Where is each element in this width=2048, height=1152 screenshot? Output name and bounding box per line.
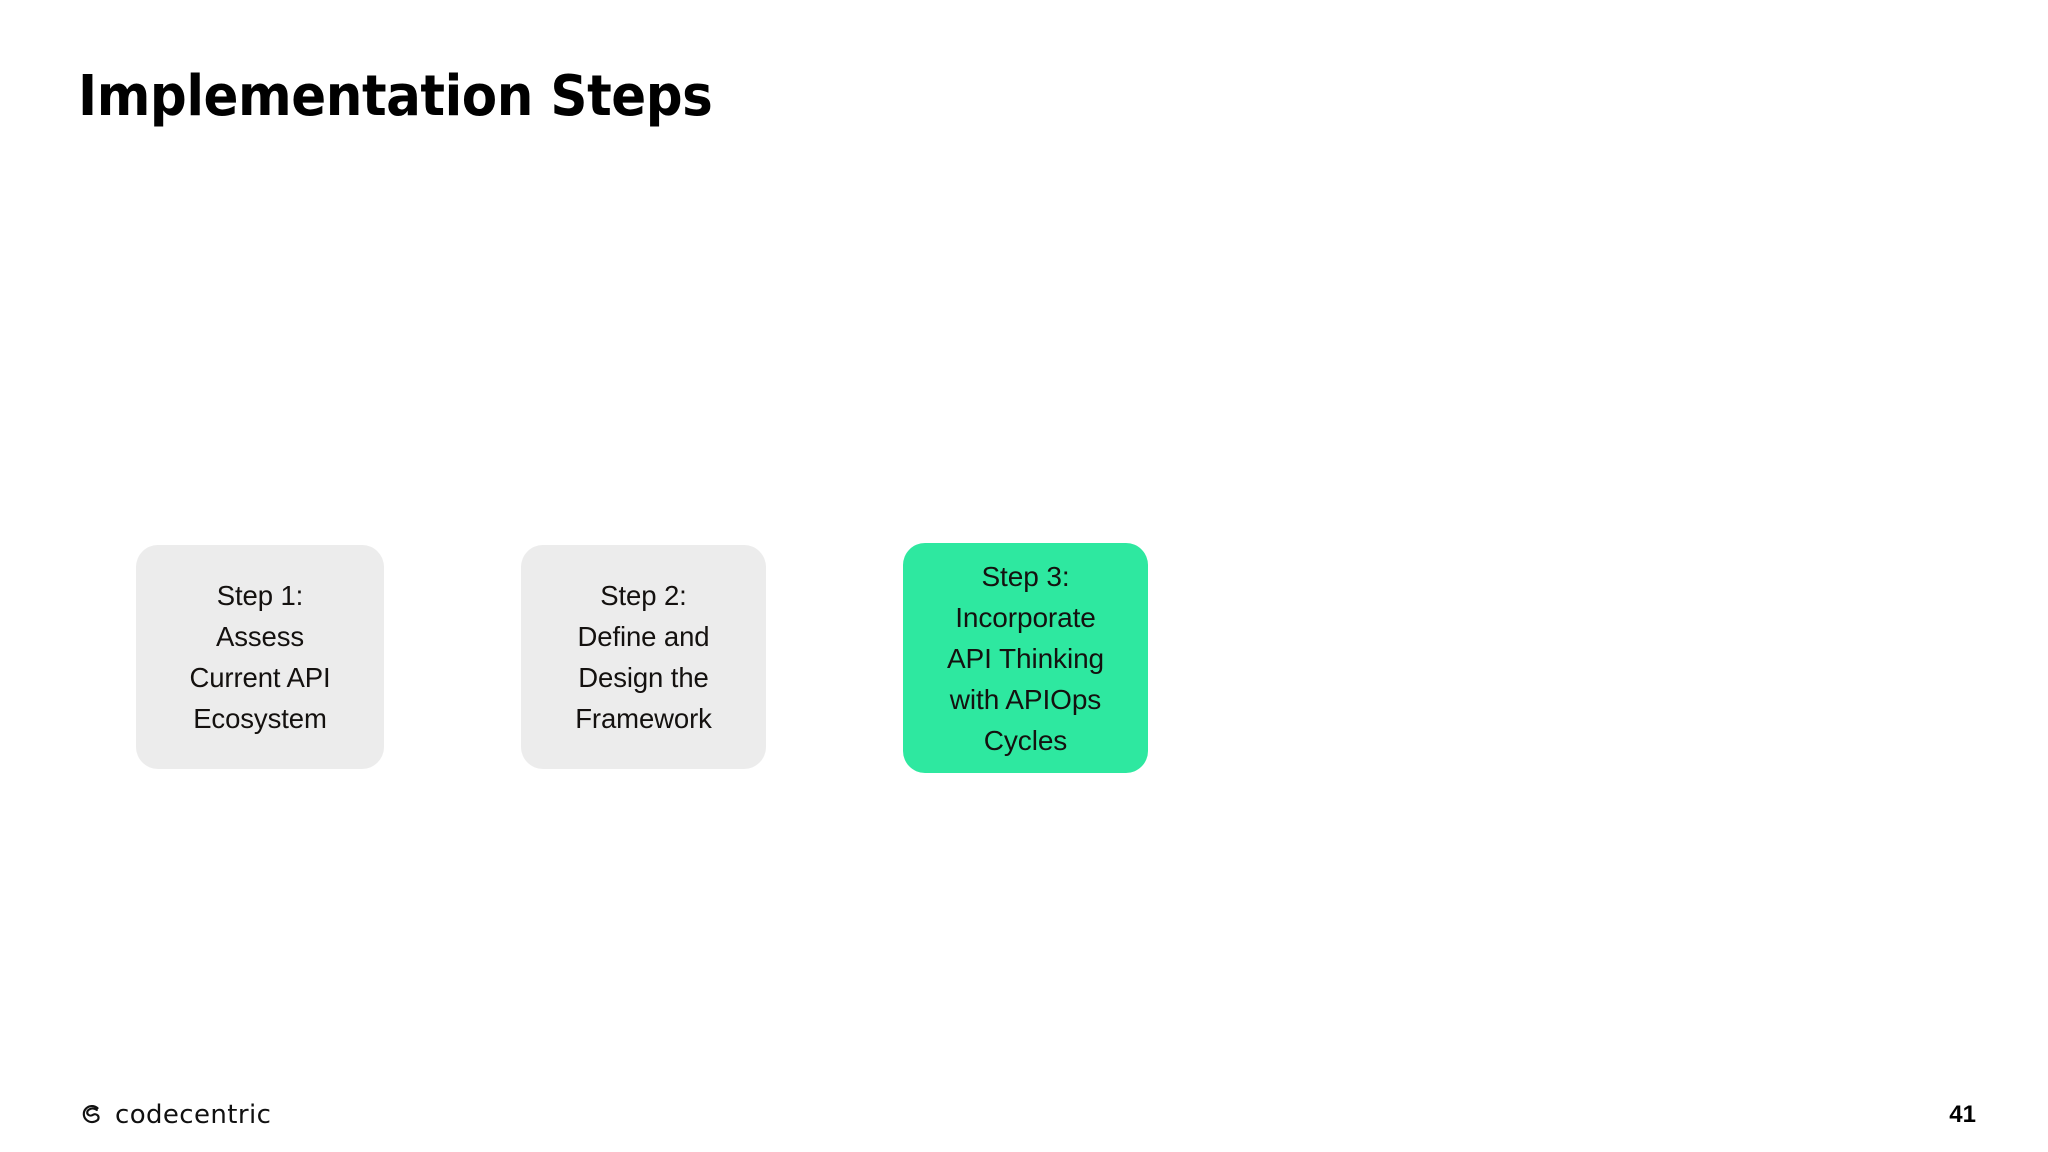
step-card-2-label: Step 2: Define and Design the Framework <box>575 580 712 734</box>
brand-logo: codecentric <box>76 1098 271 1132</box>
step-card-1-label: Step 1: Assess Current API Ecosystem <box>189 580 331 734</box>
step-card-3-highlighted[interactable]: Step 3: Incorporate API Thinking with AP… <box>903 543 1148 773</box>
page-title: Implementation Steps <box>78 64 713 129</box>
step-card-2[interactable]: Step 2: Define and Design the Framework <box>521 545 766 769</box>
brand-logo-text: codecentric <box>115 1100 272 1130</box>
step-card-1[interactable]: Step 1: Assess Current API Ecosystem <box>136 545 384 769</box>
page-number: 41 <box>1949 1101 1976 1128</box>
step-card-3-label: Step 3: Incorporate API Thinking with AP… <box>946 560 1105 756</box>
codecentric-loop-mark-icon <box>82 1104 100 1124</box>
